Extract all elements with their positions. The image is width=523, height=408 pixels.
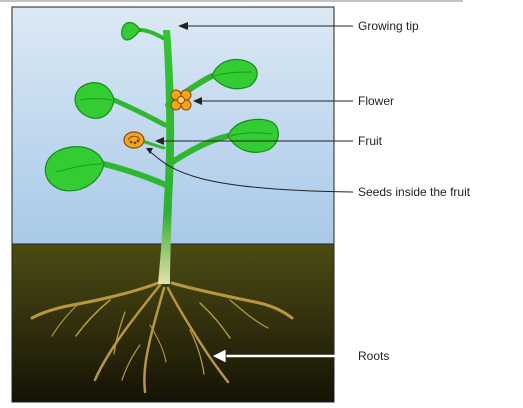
- label-seeds: Seeds inside the fruit: [358, 185, 471, 199]
- label-fruit: Fruit: [358, 134, 383, 148]
- fruit: [124, 132, 144, 148]
- label-roots: Roots: [358, 349, 389, 363]
- label-flower: Flower: [358, 94, 394, 108]
- flower: [171, 90, 191, 110]
- leaf-upper-left: [75, 83, 114, 119]
- label-growing-tip: Growing tip: [358, 19, 419, 33]
